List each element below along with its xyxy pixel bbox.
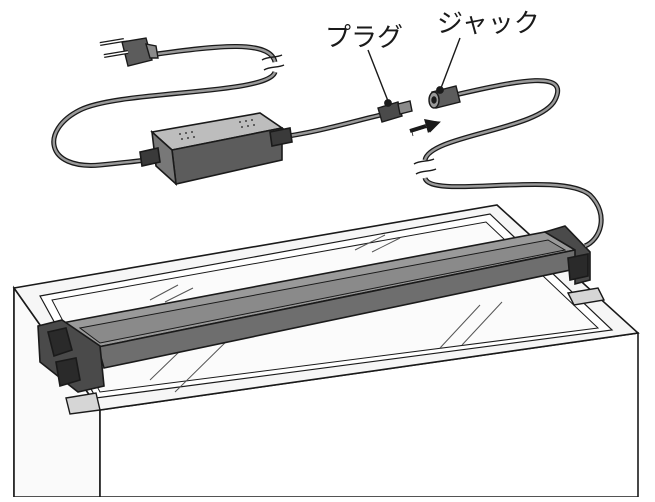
plug-label: プラグ <box>325 23 403 53</box>
cable-break-marks <box>261 54 437 175</box>
power-cables <box>51 44 604 249</box>
adapter-vent-dots <box>179 119 255 140</box>
ac-plug-icon <box>99 37 159 67</box>
left-mount-clip <box>65 392 101 415</box>
right-arrow-icon <box>409 119 441 137</box>
dc-jack-icon <box>428 85 461 109</box>
right-mount-clip <box>566 287 606 306</box>
power-adapter-icon <box>139 112 293 187</box>
led-light-bar-icon <box>37 225 591 393</box>
jack-label: ジャック <box>437 9 540 39</box>
dc-plug-icon <box>377 99 413 123</box>
leader-lines <box>367 37 461 102</box>
